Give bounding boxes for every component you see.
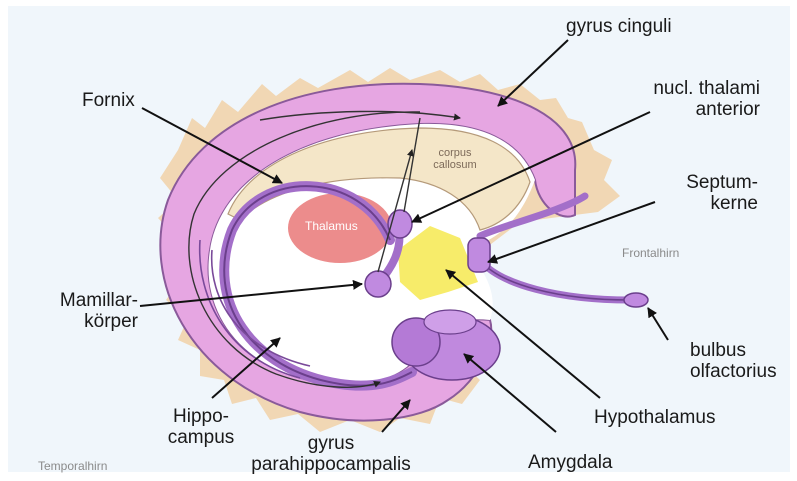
label-bulbus-line1: bulbus (690, 340, 777, 361)
label-gyrus-cinguli: gyrus cinguli (566, 16, 672, 37)
label-nucl-thalami-line1: nucl. thalami (612, 78, 760, 99)
amygdala-body-3 (424, 310, 476, 334)
label-parahippo-line1: gyrus (246, 433, 416, 454)
label-hippo-line1: Hippo- (156, 406, 246, 427)
label-fornix: Fornix (82, 90, 135, 111)
label-gyrus-parahippocampalis: gyrus parahippocampalis (246, 433, 416, 475)
label-hippo-line2: campus (156, 427, 246, 448)
label-bulbus-line2: olfactorius (690, 361, 777, 382)
label-nucl-thalami-line2: anterior (612, 99, 760, 120)
label-mamillar-line1: Mamillar- (40, 290, 138, 311)
label-bulbus-olfactorius: bulbus olfactorius (690, 340, 777, 382)
septum-nuclei (468, 238, 490, 272)
leader-bulbus (648, 308, 668, 340)
label-septum-line2: kerne (660, 193, 758, 214)
corpus-label-line2: callosum (420, 159, 490, 171)
label-parahippo-line2: parahippocampalis (246, 454, 416, 475)
corpus-callosum-label: corpus callosum (420, 147, 490, 171)
thalamus-label: Thalamus (305, 219, 358, 233)
label-amygdala: Amygdala (528, 452, 613, 473)
corpus-label-line1: corpus (420, 147, 490, 159)
label-mamillar-line2: körper (40, 311, 138, 332)
label-septum-line1: Septum- (660, 172, 758, 193)
bulbus-olfactorius (624, 293, 648, 307)
label-septum-kerne: Septum- kerne (660, 172, 758, 214)
label-hippocampus: Hippo- campus (156, 406, 246, 448)
mamillary-body (365, 271, 391, 297)
label-nucl-thalami-anterior: nucl. thalami anterior (612, 78, 760, 120)
frontalhirn-label: Frontalhirn (622, 246, 679, 260)
leader-amygdala (464, 354, 556, 432)
label-mamillarkoerper: Mamillar- körper (40, 290, 138, 332)
label-hypothalamus: Hypothalamus (594, 407, 715, 428)
temporalhirn-label: Temporalhirn (38, 459, 107, 473)
